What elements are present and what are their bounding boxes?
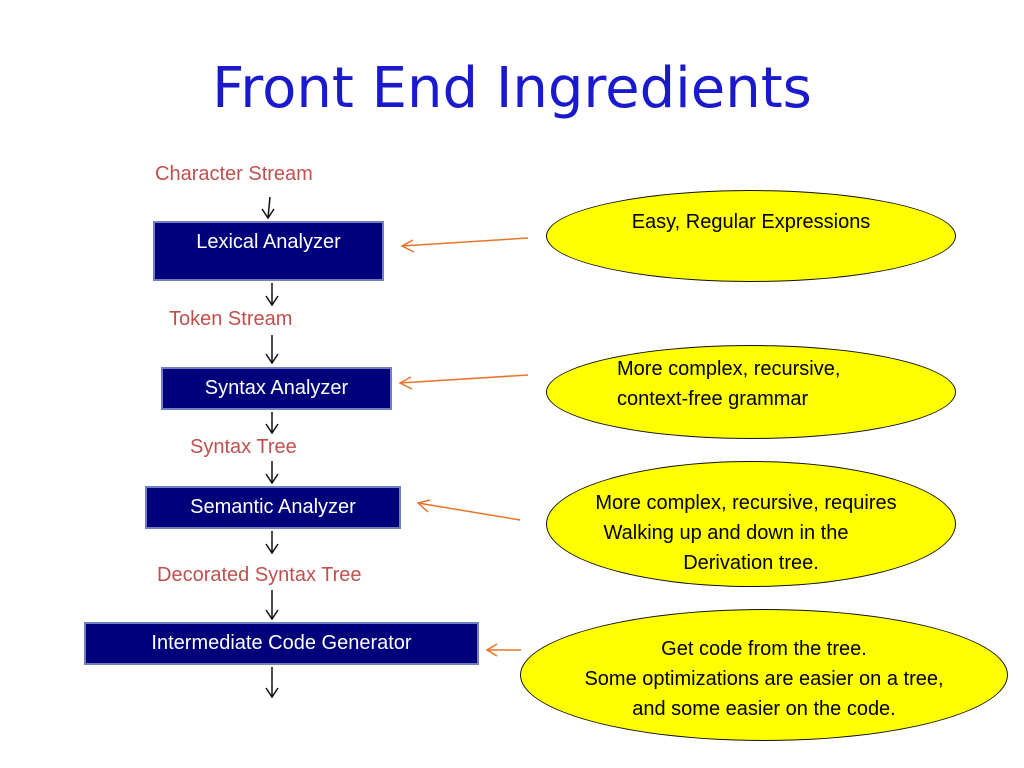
down-arrow bbox=[261, 196, 275, 220]
lexical-note-line: Easy, Regular Expressions bbox=[631, 211, 871, 233]
syntax-note-line: More complex, recursive, bbox=[617, 358, 841, 380]
pointer-arrow bbox=[416, 499, 521, 521]
semantic-note-bubble: More complex, recursive, requires Walkin… bbox=[546, 461, 956, 587]
slide-title: Front End Ingredients bbox=[212, 56, 812, 121]
pointer-arrow-group bbox=[398, 237, 529, 657]
pointer-arrow bbox=[485, 643, 521, 657]
intermediate-note-bubble: Get code from the tree. Some optimizatio… bbox=[520, 609, 1008, 741]
syntax-tree-label: Syntax Tree bbox=[190, 436, 297, 458]
intermediate-note-line: Some optimizations are easier on a tree, bbox=[584, 668, 944, 690]
syntax-note-bubble: More complex, recursive, context-free gr… bbox=[546, 345, 956, 439]
semantic-note-line: Walking up and down in the bbox=[603, 522, 849, 544]
token-stream-label: Token Stream bbox=[169, 308, 293, 330]
semantic-note-line: Derivation tree. bbox=[683, 552, 819, 574]
lexical-note-bubble: Easy, Regular Expressions bbox=[546, 190, 956, 282]
flow-arrow-group bbox=[261, 196, 279, 699]
intermediate-code-generator-box: Intermediate Code Generator bbox=[84, 622, 479, 665]
semantic-analyzer-box: Semantic Analyzer bbox=[145, 486, 401, 529]
down-arrow bbox=[265, 283, 279, 307]
lexical-analyzer-box: Lexical Analyzer bbox=[153, 221, 384, 281]
syntax-analyzer-box: Syntax Analyzer bbox=[161, 367, 392, 410]
decorated-syntax-tree-label: Decorated Syntax Tree bbox=[157, 564, 362, 586]
down-arrow bbox=[265, 461, 279, 485]
character-stream-label: Character Stream bbox=[155, 163, 313, 185]
down-arrow bbox=[265, 667, 279, 699]
syntax-note-line: context-free grammar bbox=[617, 388, 809, 410]
down-arrow bbox=[265, 590, 279, 621]
pointer-arrow bbox=[400, 237, 529, 253]
down-arrow bbox=[265, 531, 279, 555]
intermediate-note-line: Get code from the tree. bbox=[661, 638, 867, 660]
semantic-note-line: More complex, recursive, requires bbox=[595, 492, 897, 514]
pointer-arrow bbox=[398, 374, 529, 390]
down-arrow bbox=[265, 412, 279, 435]
down-arrow bbox=[265, 335, 279, 365]
intermediate-note-line: and some easier on the code. bbox=[632, 698, 896, 720]
